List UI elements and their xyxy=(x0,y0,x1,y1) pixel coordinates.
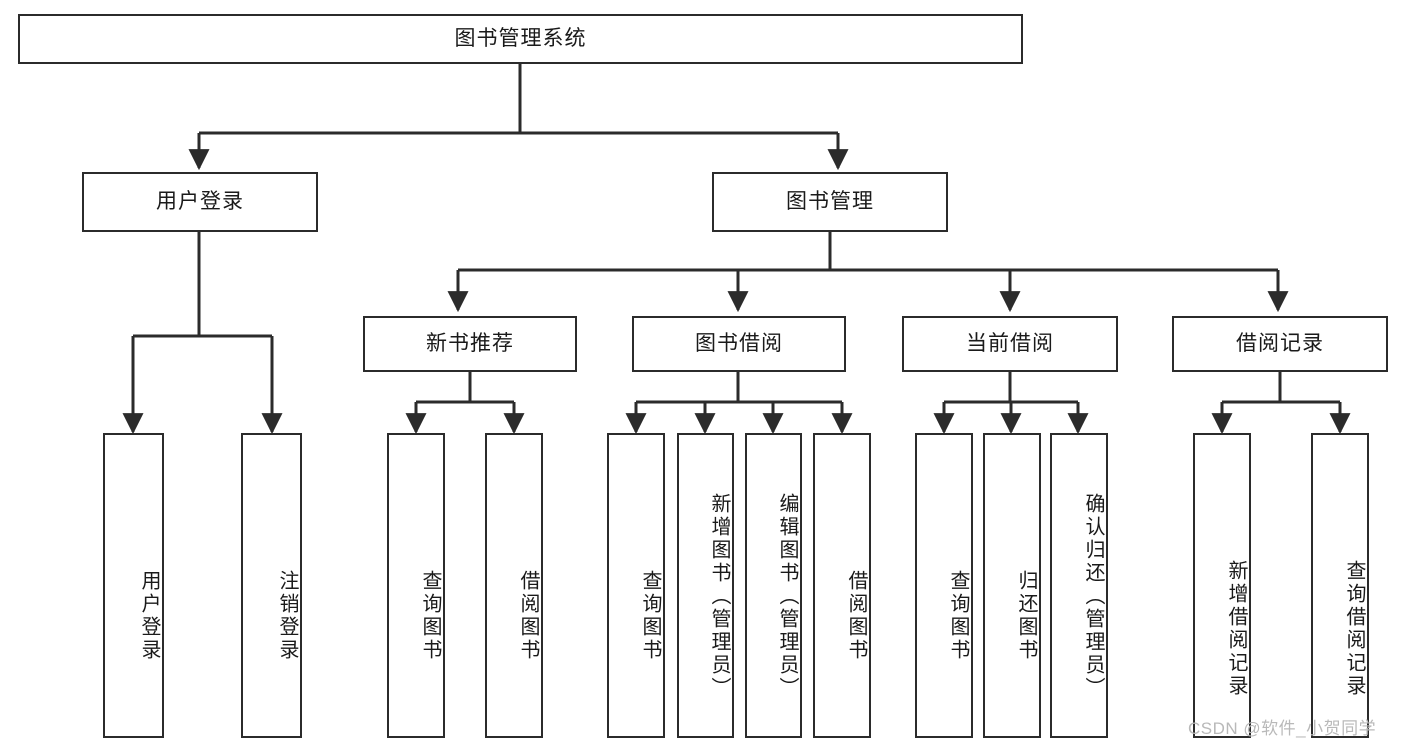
node-leaf-borrow-book[interactable]: 借阅图书 xyxy=(813,433,871,738)
node-label: 注销登录 xyxy=(276,569,298,662)
node-leaf-confirm-return-admin[interactable]: 确认归还（管理员） xyxy=(1050,433,1108,738)
node-leaf-edit-book-admin[interactable]: 编辑图书（管理员） xyxy=(745,433,802,738)
node-label: 图书管理系统 xyxy=(454,27,587,51)
node-label: 图书借阅 xyxy=(695,332,783,356)
node-leaf-query-book-current[interactable]: 查询图书 xyxy=(915,433,973,738)
node-label: 新增图书（管理员） xyxy=(708,493,730,700)
node-book-borrow[interactable]: 图书借阅 xyxy=(632,316,846,372)
node-label: 借阅图书 xyxy=(517,569,539,662)
node-current-borrow[interactable]: 当前借阅 xyxy=(902,316,1118,372)
node-leaf-borrow-book-recommend[interactable]: 借阅图书 xyxy=(485,433,543,738)
node-user-login[interactable]: 用户登录 xyxy=(82,172,318,232)
node-book-management[interactable]: 图书管理 xyxy=(712,172,948,232)
node-label: 借阅记录 xyxy=(1236,332,1324,356)
node-label: 新增借阅记录 xyxy=(1225,559,1247,698)
csdn-watermark: CSDN @软件_小贺同学 xyxy=(1188,719,1377,738)
node-root-book-management-system[interactable]: 图书管理系统 xyxy=(18,14,1023,64)
node-leaf-query-book-borrow[interactable]: 查询图书 xyxy=(607,433,665,738)
node-borrow-record[interactable]: 借阅记录 xyxy=(1172,316,1388,372)
node-label: 编辑图书（管理员） xyxy=(776,493,798,700)
node-label: 查询借阅记录 xyxy=(1343,559,1365,698)
node-label: 查询图书 xyxy=(419,569,441,662)
node-label: 确认归还（管理员） xyxy=(1082,493,1104,700)
node-label: 归还图书 xyxy=(1015,569,1037,662)
node-leaf-user-logout[interactable]: 注销登录 xyxy=(241,433,302,738)
node-label: 用户登录 xyxy=(138,569,160,662)
node-label: 用户登录 xyxy=(156,190,244,214)
node-leaf-return-book[interactable]: 归还图书 xyxy=(983,433,1041,738)
node-label: 查询图书 xyxy=(639,569,661,662)
node-label: 查询图书 xyxy=(947,569,969,662)
node-label: 图书管理 xyxy=(786,190,874,214)
node-label: 新书推荐 xyxy=(426,332,514,356)
node-label: 当前借阅 xyxy=(966,332,1054,356)
node-leaf-query-borrow-record[interactable]: 查询借阅记录 xyxy=(1311,433,1369,738)
node-leaf-user-login[interactable]: 用户登录 xyxy=(103,433,164,738)
node-label: 借阅图书 xyxy=(845,569,867,662)
node-leaf-add-borrow-record[interactable]: 新增借阅记录 xyxy=(1193,433,1251,738)
node-leaf-add-book-admin[interactable]: 新增图书（管理员） xyxy=(677,433,734,738)
node-leaf-query-book-recommend[interactable]: 查询图书 xyxy=(387,433,445,738)
node-new-book-recommend[interactable]: 新书推荐 xyxy=(363,316,577,372)
